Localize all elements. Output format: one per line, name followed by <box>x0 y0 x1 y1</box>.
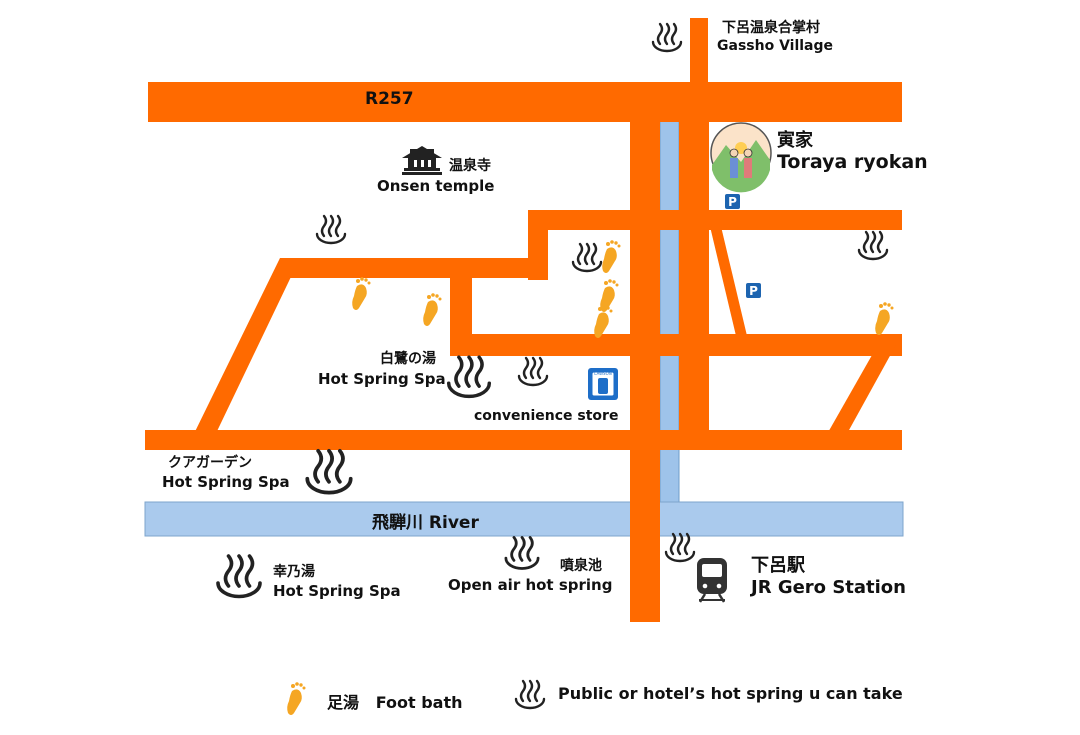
hot-spring-icon <box>857 230 889 261</box>
ryokan-logo-icon <box>710 122 772 193</box>
road-upper-west <box>280 258 548 278</box>
gassho-village-en: Gassho Village <box>717 38 834 54</box>
hot-spring-icon <box>446 355 492 399</box>
road-second-vertical <box>679 122 709 432</box>
kounoyu-jp: 幸乃湯 <box>273 564 315 580</box>
kurgarden-en: Hot Spring Spa <box>162 473 290 491</box>
road-ryokan-spur <box>708 218 748 340</box>
hot-spring-icon <box>514 679 546 710</box>
gero-station-jp: 下呂駅 <box>751 555 805 576</box>
hot-spring-icon <box>571 242 603 273</box>
hot-spring-icon <box>517 356 549 387</box>
convenience-store-label: convenience store <box>474 408 619 424</box>
road-main-vertical <box>630 122 660 622</box>
road-middle <box>450 334 902 356</box>
lawson-store-icon: LAWSON <box>588 368 618 400</box>
legend-foot-bath: 足湯 Foot bath <box>327 689 463 713</box>
road-diagonal-west <box>186 258 300 450</box>
road-north-gassho <box>690 18 708 98</box>
parking-icon: P <box>746 283 761 298</box>
road-middle-vertical <box>450 258 472 356</box>
gassho-village-jp: 下呂温泉合掌村 <box>722 20 820 36</box>
road-r257 <box>148 82 902 122</box>
hot-spring-icon <box>216 554 262 599</box>
hot-spring-icon <box>651 22 683 53</box>
toraya-en: Toraya ryokan <box>777 151 928 173</box>
parking-label: P <box>749 284 758 298</box>
onsen-temple-jp: 温泉寺 <box>449 158 491 174</box>
legend-public-spring: Public or hotel’s hot spring u can take <box>558 684 903 703</box>
road-lower <box>145 430 902 450</box>
onsen-temple-en: Onsen temple <box>377 177 495 195</box>
foot-bath-icon <box>287 682 306 715</box>
foot-bath-icon <box>875 302 894 335</box>
foot-bath-icon <box>602 240 621 273</box>
legend-foot-bath-jp: 足湯 <box>327 693 360 712</box>
foot-bath-icon <box>423 293 442 326</box>
road-diagonal-east <box>818 334 902 450</box>
hot-spring-icon <box>664 532 696 563</box>
hida-river <box>144 501 904 537</box>
road-r257-label: R257 <box>365 89 414 109</box>
kounoyu-en: Hot Spring Spa <box>273 582 401 600</box>
hot-spring-icon <box>504 536 540 570</box>
shirasagi-jp: 白鷺の湯 <box>380 351 436 367</box>
hot-spring-icon <box>305 448 353 495</box>
roads <box>145 18 902 622</box>
train-icon <box>697 558 727 603</box>
lawson-logo-text: LAWSON <box>594 371 611 376</box>
shirasagi-en: Hot Spring Spa <box>318 370 446 388</box>
hot-spring-icon <box>315 214 347 245</box>
kurgarden-jp: クアガーデン <box>168 455 252 471</box>
gero-station-en: JR Gero Station <box>751 577 906 598</box>
temple-icon <box>402 146 442 175</box>
funsenchi-jp: 噴泉池 <box>560 558 602 574</box>
parking-icon: P <box>725 194 740 209</box>
funsenchi-en: Open air hot spring <box>448 576 613 594</box>
foot-bath-icon <box>352 277 371 310</box>
river-label: 飛騨川 River <box>372 513 479 533</box>
toraya-jp: 寅家 <box>777 130 813 151</box>
parking-label: P <box>728 195 737 209</box>
legend-foot-bath-en: Foot bath <box>375 693 463 712</box>
